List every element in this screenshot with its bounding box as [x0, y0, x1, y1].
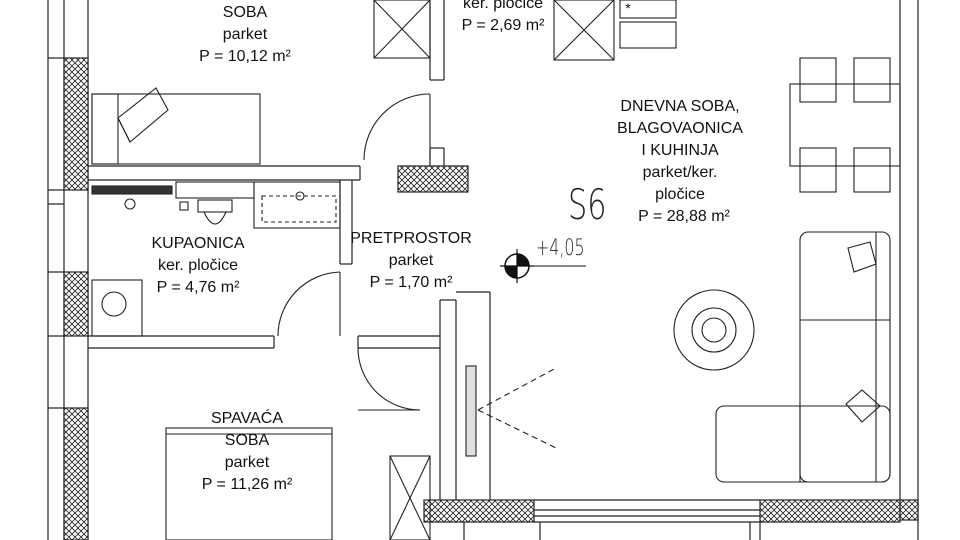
room-soba-name: SOBA	[222, 4, 268, 21]
bathroom-fixtures	[91, 181, 341, 337]
room-living-line3: I KUHINJA	[641, 142, 719, 159]
left-exterior-wall	[47, 0, 89, 540]
right-exterior-wall	[899, 0, 919, 540]
room-living-floor2: pločice	[655, 186, 705, 203]
room-bedroom-label: SPAVAĆA SOBA parket P = 11,26 m²	[174, 408, 320, 496]
room-bath-name: KUPAONICA	[151, 235, 245, 252]
room-soba-floor: parket	[222, 26, 268, 43]
bedroom-furniture	[165, 427, 431, 540]
room-storage-area: P = 2,69 m²	[461, 17, 545, 34]
tv-unit	[465, 365, 557, 457]
room-bath-area: P = 4,76 m²	[156, 279, 240, 296]
room-bedroom-area: P = 11,26 m²	[201, 476, 293, 493]
room-storage-label: ker. pločice P = 2,69 m²	[448, 0, 558, 37]
room-bedroom-floor: parket	[224, 454, 270, 471]
room-living-line2: BLAGOVAONICA	[617, 120, 743, 137]
room-hall-label: PRETPROSTOR parket P = 1,70 m²	[336, 228, 486, 294]
unit-level: +4,05	[536, 236, 585, 261]
dining-table	[789, 57, 901, 193]
level-marker-icon	[500, 249, 586, 283]
room-hall-name: PRETPROSTOR	[350, 230, 472, 247]
sofa	[715, 231, 891, 483]
room-storage-floor: ker. pločice	[462, 0, 544, 12]
room-living-area: P = 28,88 m²	[638, 208, 730, 225]
room-hall-floor: parket	[388, 252, 434, 269]
room-bedroom-name2: SOBA	[224, 432, 270, 449]
doors	[277, 93, 431, 411]
room-bedroom-name1: SPAVAĆA	[210, 410, 284, 427]
room-soba-area: P = 10,12 m²	[199, 48, 291, 65]
room-bath-floor: ker. pločice	[157, 257, 239, 274]
bed-top-room	[91, 87, 261, 165]
room-living-floor1: parket/ker.	[642, 164, 718, 181]
unit-code: S6	[568, 180, 607, 229]
room-hall-area: P = 1,70 m²	[369, 274, 453, 291]
room-living-line1: DNEVNA SOBA,	[620, 98, 740, 115]
storage-asterisk: *	[625, 0, 631, 16]
round-table	[673, 289, 755, 371]
room-soba-label: SOBA parket P = 10,12 m²	[190, 2, 300, 68]
room-bath-label: KUPAONICA ker. pločice P = 4,76 m²	[134, 233, 262, 299]
room-living-label: DNEVNA SOBA, BLAGOVAONICA I KUHINJA park…	[590, 96, 770, 228]
storage-cabinets	[373, 0, 677, 61]
